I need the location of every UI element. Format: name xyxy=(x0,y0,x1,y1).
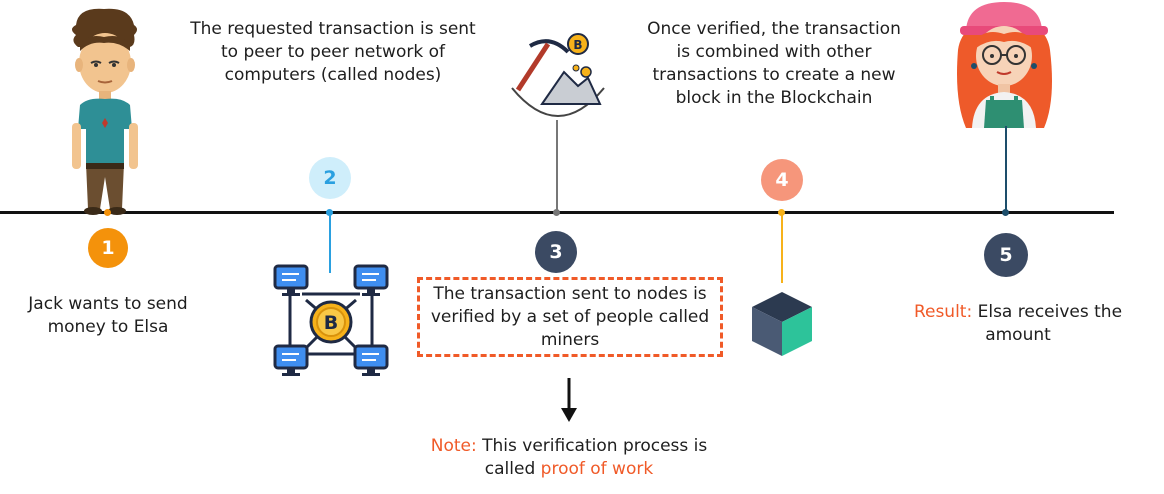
note-text: Note: This verification process is calle… xyxy=(412,435,726,481)
arrow-down-icon xyxy=(561,378,577,422)
step-2-description: The requested transaction is sent to pee… xyxy=(190,19,476,85)
result-text: Elsa receives the amount xyxy=(977,302,1123,345)
note-label: Note: xyxy=(430,436,477,456)
svg-text:B: B xyxy=(324,312,338,334)
step-2-badge: 2 xyxy=(309,157,351,199)
step-5-description: Result: Elsa receives the amount xyxy=(892,301,1144,347)
mining-pickaxe-icon: B xyxy=(511,33,605,117)
step-1-timeline-dot xyxy=(104,209,111,216)
step-1-badge: 1 xyxy=(88,228,128,268)
step-3-number: 3 xyxy=(549,241,563,263)
svg-text:B: B xyxy=(573,38,582,52)
bitcoin-icon: B xyxy=(309,300,353,344)
step-4-connector xyxy=(781,213,783,283)
step-4-timeline-dot xyxy=(778,209,785,216)
step-3-badge: 3 xyxy=(535,231,577,273)
step-3-connector xyxy=(556,120,558,212)
step-3-timeline-dot xyxy=(553,209,560,216)
note-body: This verification process is called xyxy=(482,436,708,479)
result-label: Result: xyxy=(913,302,973,322)
step-2-connector xyxy=(329,213,331,273)
step-2-timeline-dot xyxy=(326,209,333,216)
step-1-number: 1 xyxy=(101,237,115,259)
step-2-number: 2 xyxy=(323,167,337,189)
step-3-description: The transaction sent to nodes is verifie… xyxy=(430,283,710,350)
step-5-badge: 5 xyxy=(984,233,1028,277)
step-3-box: The transaction sent to nodes is verifie… xyxy=(417,277,723,357)
step-4-badge: 4 xyxy=(761,159,803,201)
jack-character-icon xyxy=(72,8,138,215)
step-5-timeline-dot xyxy=(1002,209,1009,216)
step-1-description: Jack wants to send money to Elsa xyxy=(28,294,188,337)
node-network-icon: B xyxy=(273,264,389,376)
elsa-character-icon xyxy=(957,2,1052,128)
step-4-description: Once verified, the transaction is combin… xyxy=(647,19,901,108)
block-cube-icon xyxy=(752,292,812,356)
step-4-number: 4 xyxy=(775,169,789,191)
note-highlight: proof of work xyxy=(540,459,654,479)
step-5-number: 5 xyxy=(999,244,1013,266)
step-5-connector xyxy=(1005,126,1007,212)
